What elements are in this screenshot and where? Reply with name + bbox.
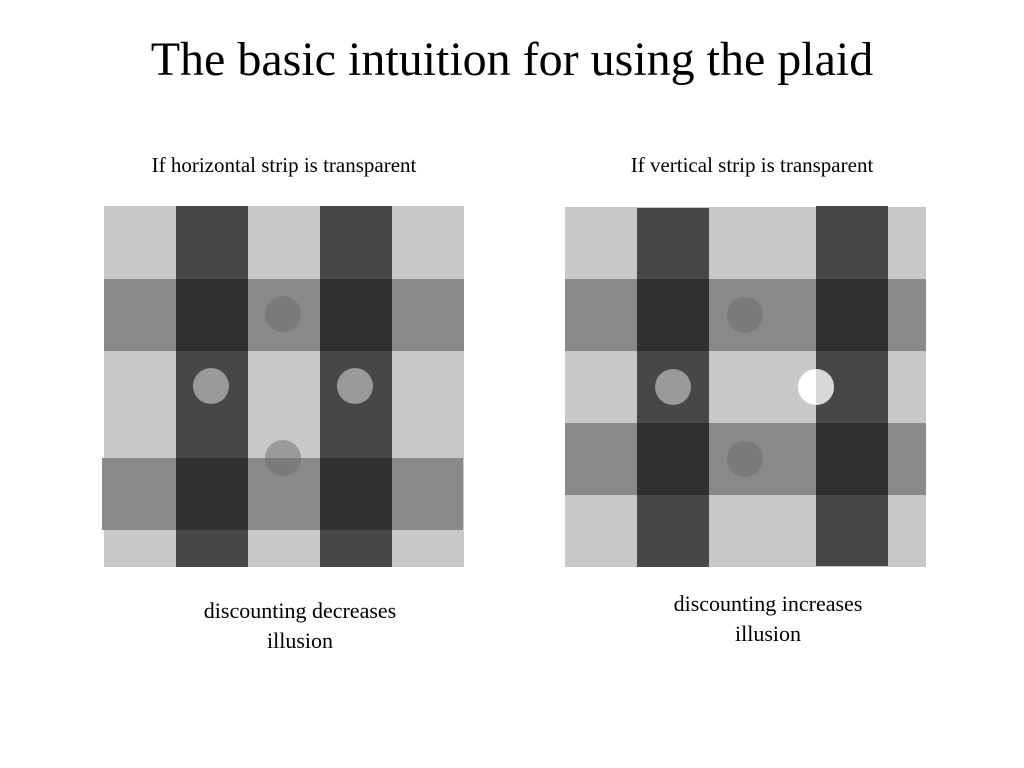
left-intersection-4 xyxy=(320,458,392,530)
right-caption-line-1: discounting increases xyxy=(673,591,863,616)
right-panel-heading: If vertical strip is transparent xyxy=(630,153,874,177)
left-plaid-figure xyxy=(102,206,464,567)
right-disk-mid-left xyxy=(655,369,691,405)
right-plaid-figure xyxy=(565,206,926,567)
left-intersection-1 xyxy=(176,279,248,351)
right-disk-bottom xyxy=(727,441,763,477)
right-intersection-4 xyxy=(816,423,888,495)
right-intersection-2 xyxy=(816,279,888,351)
left-caption-line-2: illusion xyxy=(266,628,333,653)
slide-title: The basic intuition for using the plaid xyxy=(150,33,874,86)
left-disk-mid-right xyxy=(337,368,373,404)
right-caption-line-2: illusion xyxy=(734,621,801,646)
left-panel-caption: discounting decreases illusion xyxy=(160,596,440,656)
right-intersection-3 xyxy=(637,423,709,495)
left-panel-heading: If horizontal strip is transparent xyxy=(151,153,417,177)
left-disk-top xyxy=(265,296,301,332)
right-disk-top xyxy=(727,297,763,333)
left-intersection-3 xyxy=(176,458,248,530)
right-disk-mid-right-shade xyxy=(816,369,834,405)
left-disk-mid-left xyxy=(193,368,229,404)
left-intersection-2 xyxy=(320,279,392,351)
right-panel-caption: discounting increases illusion xyxy=(628,589,908,649)
left-caption-line-1: discounting decreases xyxy=(203,598,397,623)
right-intersection-1 xyxy=(637,279,709,351)
left-disk-bottom-overlay xyxy=(265,458,301,476)
